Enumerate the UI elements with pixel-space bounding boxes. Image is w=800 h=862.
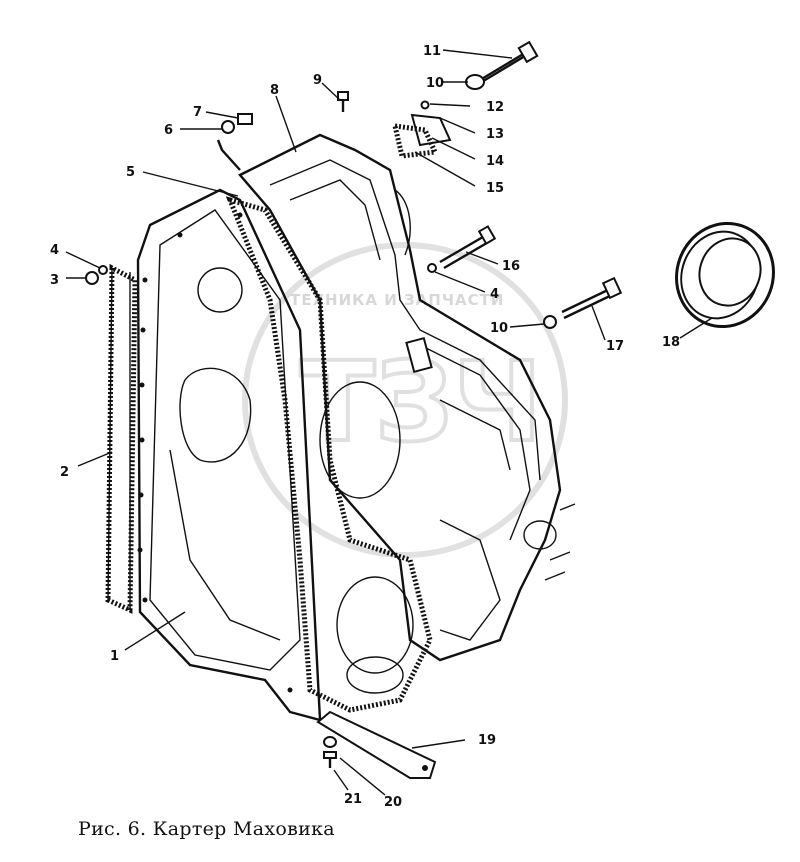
callout-7: 7 <box>193 105 202 120</box>
callout-4-right: 4 <box>490 287 499 302</box>
part-12-15-cover-plate-and-gasket <box>391 100 452 159</box>
callout-14: 14 <box>486 154 504 169</box>
part-10-11-bolt-washer-top <box>465 40 539 90</box>
part-6-7-bolt-and-washer <box>216 113 253 171</box>
callout-11: 11 <box>423 44 441 59</box>
callout-10-bottom: 10 <box>490 321 508 336</box>
part-3-4-fasteners-left <box>85 265 108 285</box>
callout-5: 5 <box>126 165 135 180</box>
part-17-bolt <box>543 276 623 329</box>
callout-1: 1 <box>110 649 119 664</box>
part-9-bolt <box>337 91 349 112</box>
part-16-stud <box>427 225 497 273</box>
callout-15: 15 <box>486 181 504 196</box>
callout-20: 20 <box>384 795 402 810</box>
callout-17: 17 <box>606 339 624 354</box>
callout-21: 21 <box>344 792 362 807</box>
callout-12: 12 <box>486 100 504 115</box>
leader-lines <box>65 49 713 796</box>
main-housing <box>238 133 576 694</box>
callout-13: 13 <box>486 127 504 142</box>
callout-19: 19 <box>478 733 496 748</box>
callout-8: 8 <box>270 83 279 98</box>
callout-2: 2 <box>60 465 69 480</box>
callout-labels: 1 2 3 4 4 5 6 7 8 9 10 10 11 12 13 14 15… <box>50 44 680 810</box>
part-19-cover-plate <box>316 710 437 779</box>
part-18-oil-seal <box>675 221 775 329</box>
callout-6: 6 <box>164 123 173 138</box>
watermark-text: ТЕХНИКА И ЗАПЧАСТИ <box>290 291 504 309</box>
part-20-21-bolt-washer-bottom <box>323 736 337 768</box>
figure-caption: Рис. 6. Картер Маховика <box>78 818 335 840</box>
callout-16: 16 <box>502 259 520 274</box>
callout-9: 9 <box>313 73 322 88</box>
callout-18: 18 <box>662 335 680 350</box>
callout-3: 3 <box>50 273 59 288</box>
callout-4-left: 4 <box>50 243 59 258</box>
part-2-side-gasket <box>105 263 138 614</box>
callout-10-top: 10 <box>426 76 444 91</box>
